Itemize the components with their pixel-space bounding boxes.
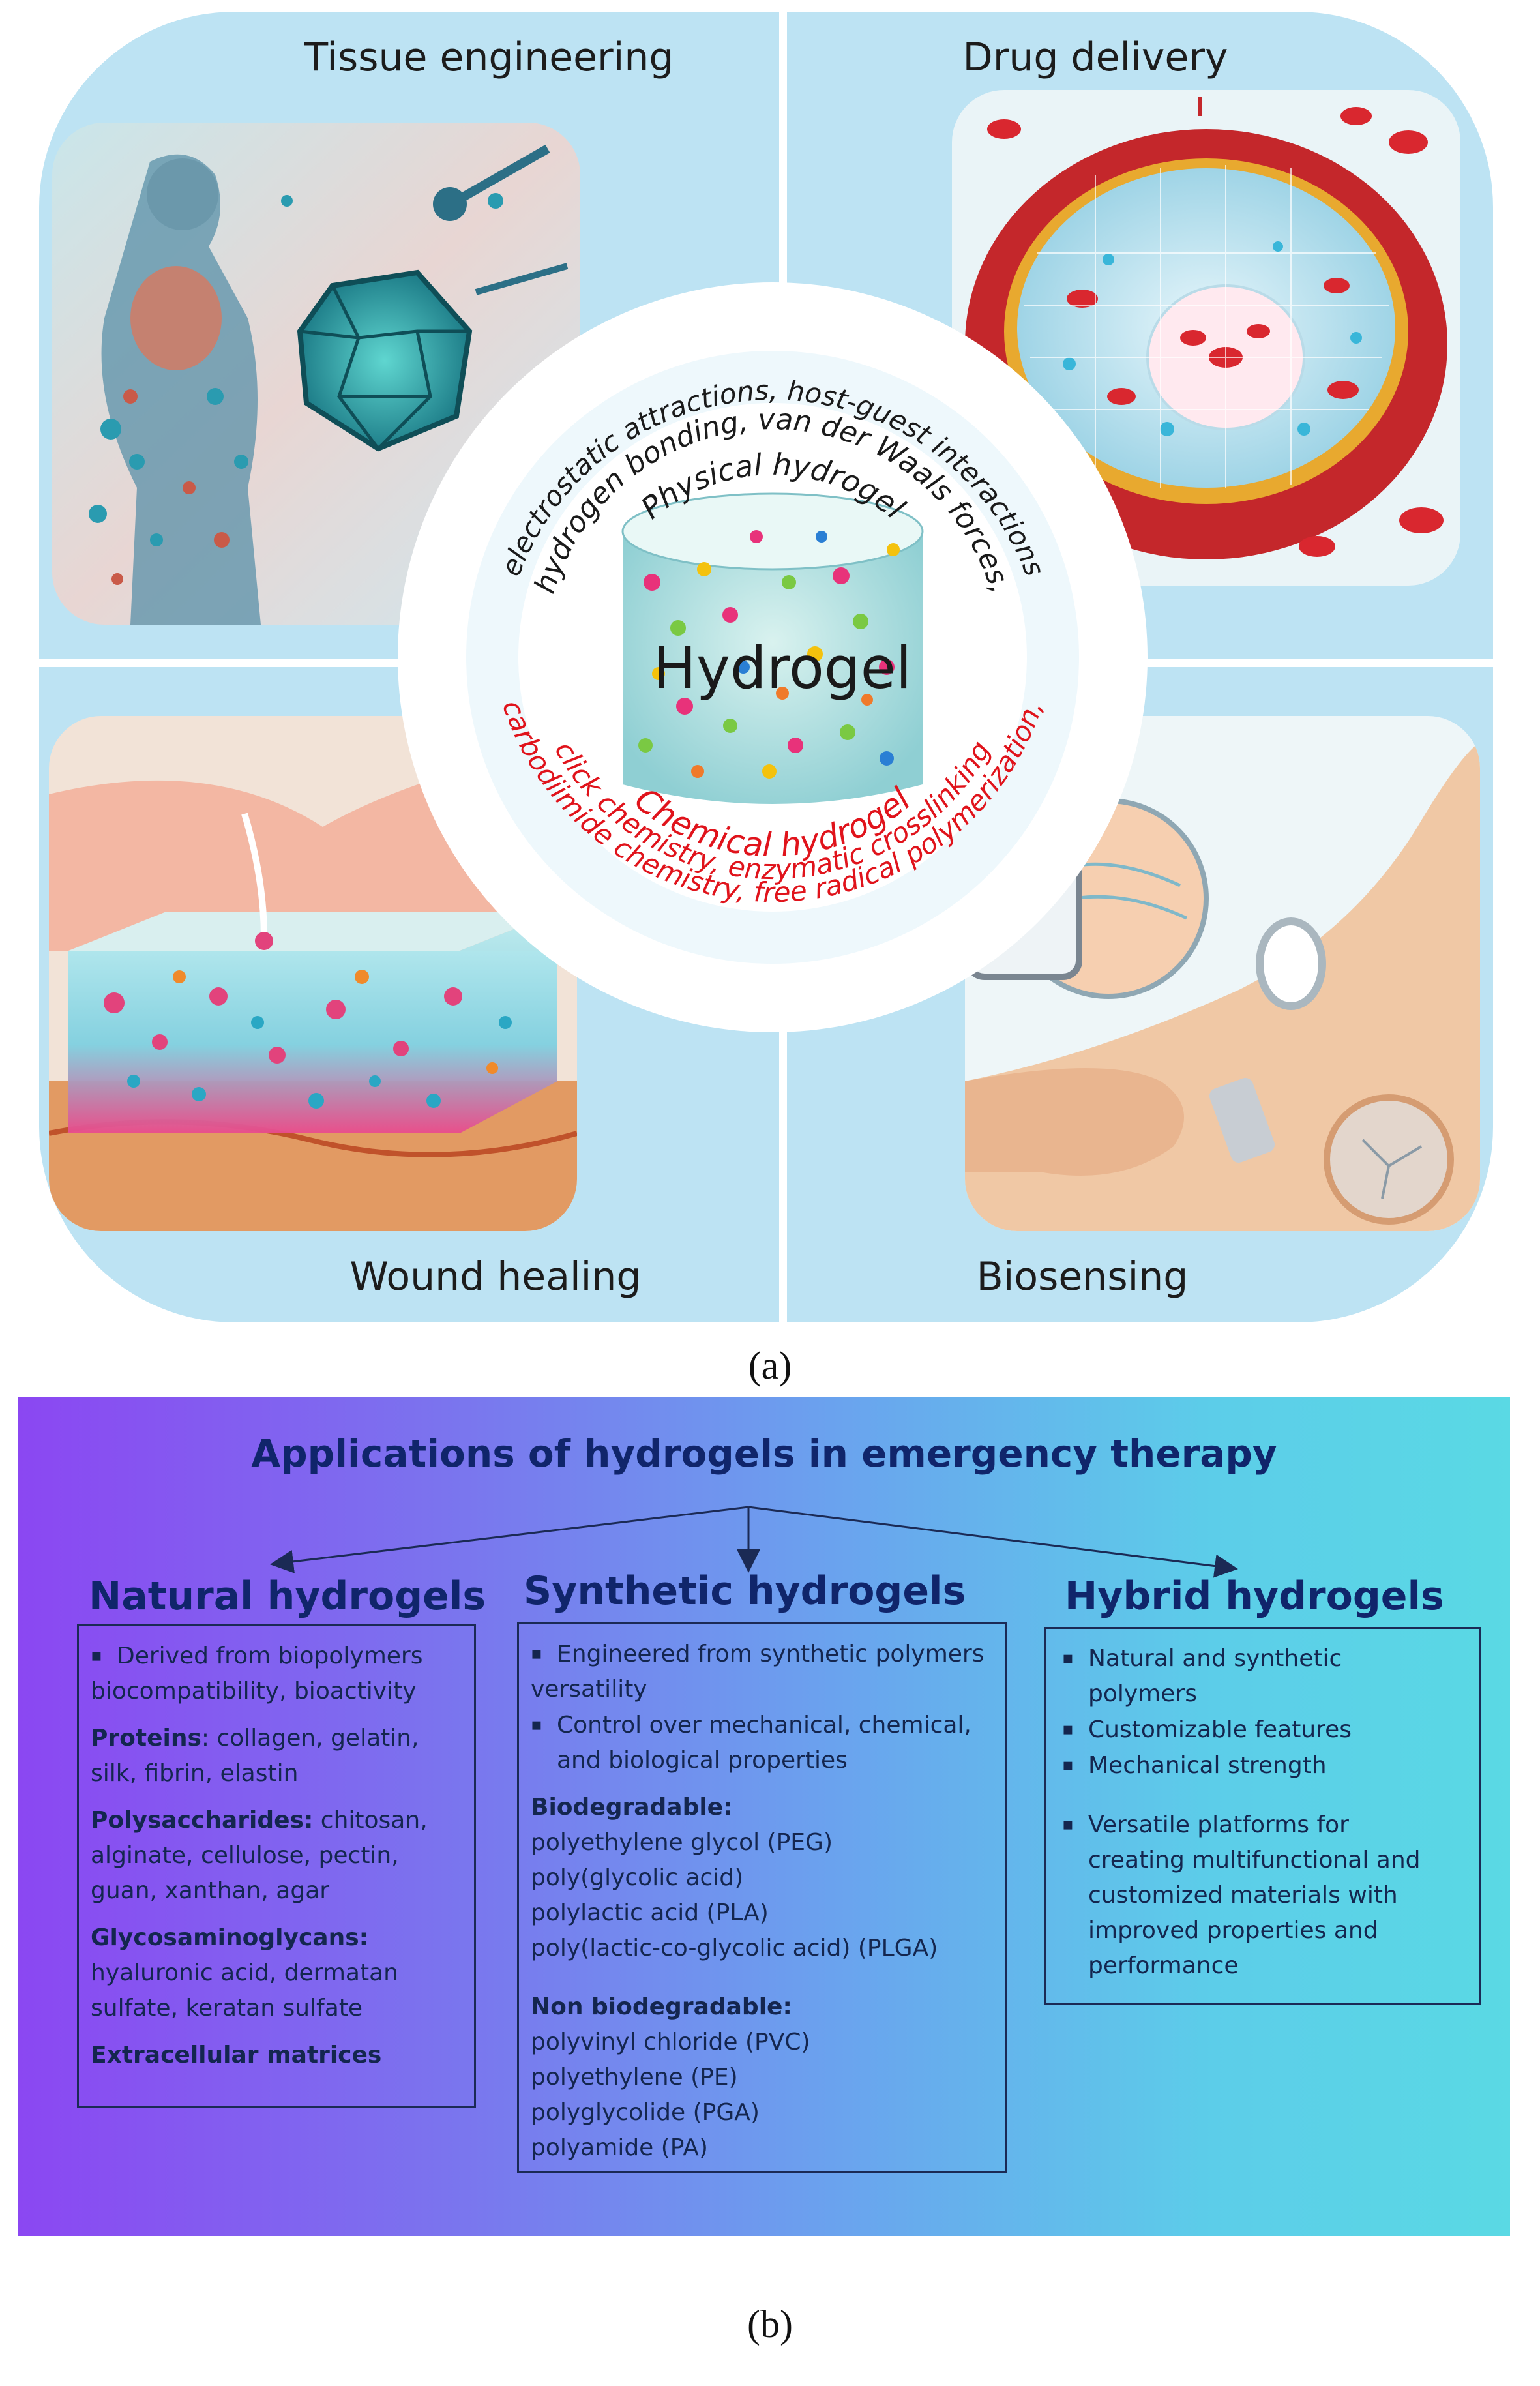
glycosaminoglycans-label: Glycosaminoglycans: xyxy=(91,1924,369,1951)
non-biodegradable-item: polyethylene (PE) xyxy=(531,2064,738,2091)
synthetic-line-2: versatility xyxy=(531,1676,647,1703)
panel-b-diagram: Applications of hydrogels in emergency t… xyxy=(18,1397,1510,2236)
polysaccharides-text-1: chitosan, xyxy=(313,1807,428,1834)
biosensing-title: Biosensing xyxy=(976,1254,1189,1300)
non-biodegradable-item: polyvinyl chloride (PVC) xyxy=(531,2029,810,2055)
non-biodegradable-item: polyamide (PA) xyxy=(531,2134,708,2161)
natural-line-1: Derived from biopolymers xyxy=(91,1638,462,1674)
caption-a: (a) xyxy=(748,1344,792,1387)
wound-healing-title: Wound healing xyxy=(349,1254,642,1300)
hybrid-bullet-4d: improved properties and xyxy=(1088,1917,1378,1944)
panel-a-diagram: Tissue engineering Drug delivery Wound h… xyxy=(39,12,1493,1322)
panel-b-title: Applications of hydrogels in emergency t… xyxy=(251,1431,1277,1476)
hybrid-bullet-2: Customizable features xyxy=(1062,1712,1468,1748)
hydrogel-label: Hydrogel xyxy=(653,634,912,702)
branch-arrows xyxy=(270,1506,1238,1578)
biodegradable-label: Biodegradable: xyxy=(531,1794,733,1821)
polysaccharides-text-3: guan, xanthan, agar xyxy=(91,1877,330,1904)
biodegradable-item: poly(lactic-co-glycolic acid) (PLGA) xyxy=(531,1935,938,1961)
synthetic-line-4: and biological properties xyxy=(557,1747,848,1774)
hydrogel-cube-image xyxy=(621,492,924,804)
hybrid-hydrogels-box: Natural and synthetic polymers Customiza… xyxy=(1044,1627,1481,2005)
caption-b: (b) xyxy=(747,2303,793,2346)
synthetic-hydrogels-box: Engineered from synthetic polymers versa… xyxy=(517,1622,1007,2173)
biodegradable-item: polylactic acid (PLA) xyxy=(531,1900,769,1926)
arrow-hybrid xyxy=(748,1506,1238,1578)
hybrid-bullet-1b: polymers xyxy=(1088,1680,1197,1707)
non-biodegradable-label: Non biodegradable: xyxy=(531,1993,792,2020)
glycosaminoglycans-text-1: hyaluronic acid, dermatan xyxy=(91,1960,398,1986)
hybrid-bullet-3: Mechanical strength xyxy=(1062,1748,1468,1783)
hybrid-bullet-4c: customized materials with xyxy=(1088,1882,1398,1909)
extracellular-matrices: Extracellular matrices xyxy=(91,2042,382,2068)
drug-delivery-title: Drug delivery xyxy=(962,35,1228,80)
hybrid-bullet-4e: performance xyxy=(1088,1952,1239,1979)
hydrogel-ring: Physical hydrogel hydrogen bonding, van … xyxy=(398,282,1148,1032)
polysaccharides-label: Polysaccharides: xyxy=(91,1807,314,1834)
natural-line-2: biocompatibility, bioactivity xyxy=(91,1678,417,1705)
arrow-natural xyxy=(270,1506,749,1573)
hybrid-bullet-4b: creating multifunctional and xyxy=(1088,1847,1421,1873)
natural-hydrogels-box: Derived from biopolymers biocompatibilit… xyxy=(77,1624,476,2108)
drug-delivery-illustration xyxy=(952,90,1460,586)
proteins-text-1: : collagen, gelatin, xyxy=(201,1725,419,1752)
biodegradable-item: polyethylene glycol (PEG) xyxy=(531,1829,833,1856)
polysaccharides-text-2: alginate, cellulose, pectin, xyxy=(91,1842,399,1869)
biodegradable-item: poly(glycolic acid) xyxy=(531,1864,744,1891)
synthetic-hydrogels-heading: Synthetic hydrogels xyxy=(524,1568,966,1614)
proteins-label: Proteins xyxy=(91,1725,201,1752)
hybrid-bullet-1a: Natural and synthetic xyxy=(1062,1641,1468,1677)
natural-hydrogels-heading: Natural hydrogels xyxy=(89,1573,486,1619)
synthetic-line-3: Control over mechanical, chemical, xyxy=(531,1707,994,1743)
tissue-engineering-illustration xyxy=(52,123,580,625)
glycosaminoglycans-text-2: sulfate, keratan sulfate xyxy=(91,1995,363,2021)
hybrid-bullet-4a: Versatile platforms for xyxy=(1062,1807,1468,1843)
non-biodegradable-item: polyglycolide (PGA) xyxy=(531,2099,760,2126)
proteins-text-2: silk, fibrin, elastin xyxy=(91,1760,299,1787)
hybrid-hydrogels-heading: Hybrid hydrogels xyxy=(1065,1573,1444,1619)
synthetic-line-1: Engineered from synthetic polymers xyxy=(531,1636,994,1672)
tissue-engineering-title: Tissue engineering xyxy=(304,35,674,80)
